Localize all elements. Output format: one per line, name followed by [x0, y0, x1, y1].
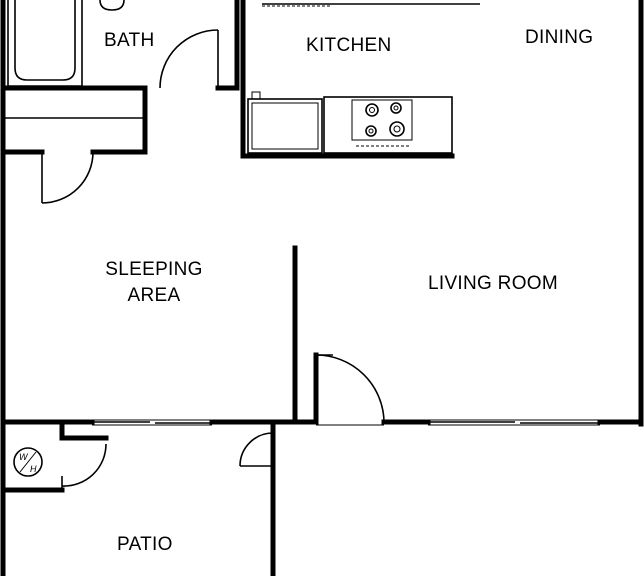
kitchen-sink [247, 91, 323, 154]
room-label-sleeping-area: AREA [128, 285, 181, 306]
entry-door [315, 354, 385, 423]
water-heater-label-bottom: H [30, 464, 37, 474]
sliding-door-living [428, 419, 600, 426]
bathtub [7, 0, 83, 87]
room-label-living: LIVING ROOM [428, 273, 558, 294]
sliding-door-sleeping [92, 419, 212, 426]
toilet [99, 0, 125, 11]
room-label-patio: PATIO [117, 534, 173, 555]
room-label-bath: BATH [104, 30, 154, 51]
patio-door [239, 432, 274, 467]
stove [323, 96, 453, 154]
closet-door [41, 151, 94, 204]
room-label-sleeping: SLEEPING [105, 259, 202, 280]
water-heater-icon: W H [13, 447, 43, 477]
room-label-kitchen: KITCHEN [306, 35, 392, 56]
water-heater-label-top: W [19, 452, 29, 462]
water-heater-door [61, 443, 107, 490]
bath-door [159, 29, 219, 89]
room-label-dining: DINING [525, 27, 593, 48]
